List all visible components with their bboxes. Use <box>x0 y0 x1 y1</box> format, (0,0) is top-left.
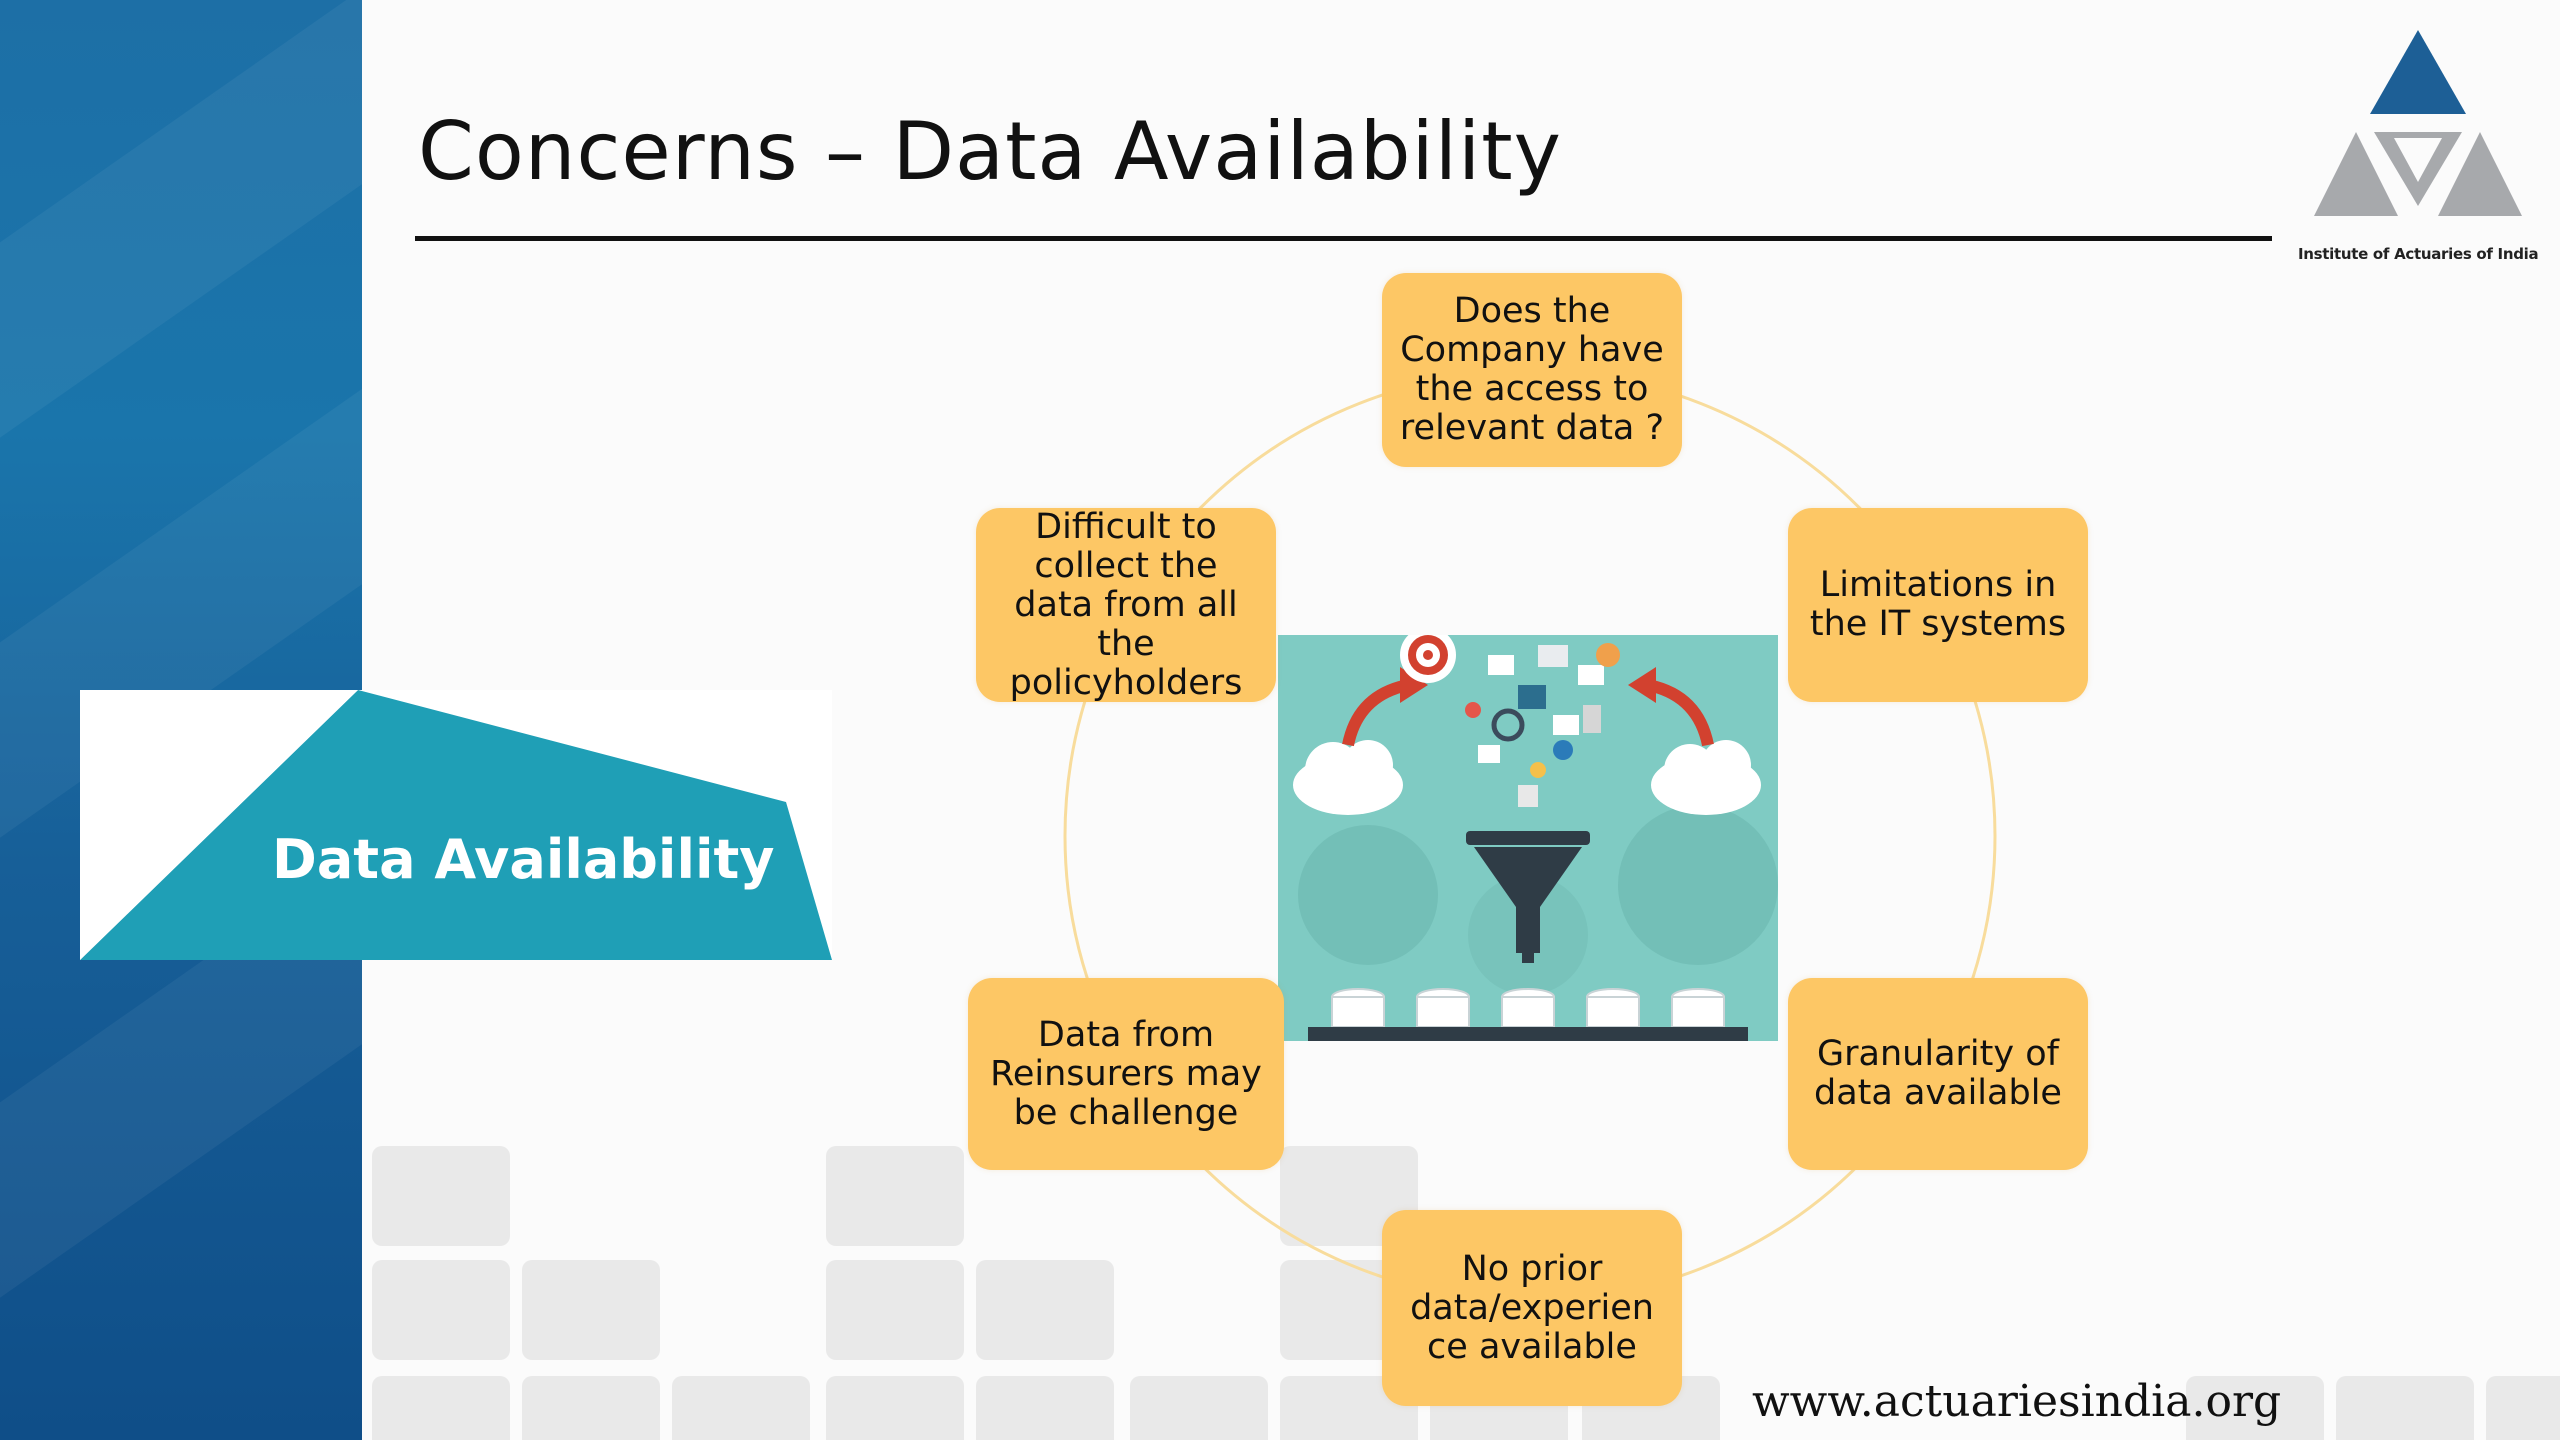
cloud-icon-right <box>1651 740 1761 815</box>
institute-logo <box>2314 30 2522 216</box>
slide-title: Concerns – Data Availability <box>418 105 1562 198</box>
data-funnel-illustration <box>1278 635 1778 1041</box>
title-underline <box>415 236 2272 241</box>
cloud-icon-left <box>1293 740 1403 815</box>
target-icon <box>1400 635 1456 683</box>
concern-box-upper-left: Difficult to collect the data from all t… <box>976 507 1276 702</box>
data-availability-banner <box>80 690 832 960</box>
concern-box-upper-right: Limitations in the IT systems <box>1788 508 2088 702</box>
concern-box-lower-left: Data from Reinsurers may be challenge <box>968 978 1284 1170</box>
concern-box-top: Does the Company have the access to rele… <box>1382 273 1682 467</box>
concern-box-bottom: No prior data/experien ce available <box>1382 1210 1682 1406</box>
database-icon-row <box>1331 988 1725 1028</box>
banner-label: Data Availability <box>272 828 775 891</box>
concern-box-lower-right: Granularity of data available <box>1788 978 2088 1170</box>
footer-url: www.actuariesindia.org <box>1752 1376 2282 1427</box>
logo-caption: Institute of Actuaries of India <box>2298 245 2539 263</box>
funnel-icon <box>1466 831 1590 963</box>
